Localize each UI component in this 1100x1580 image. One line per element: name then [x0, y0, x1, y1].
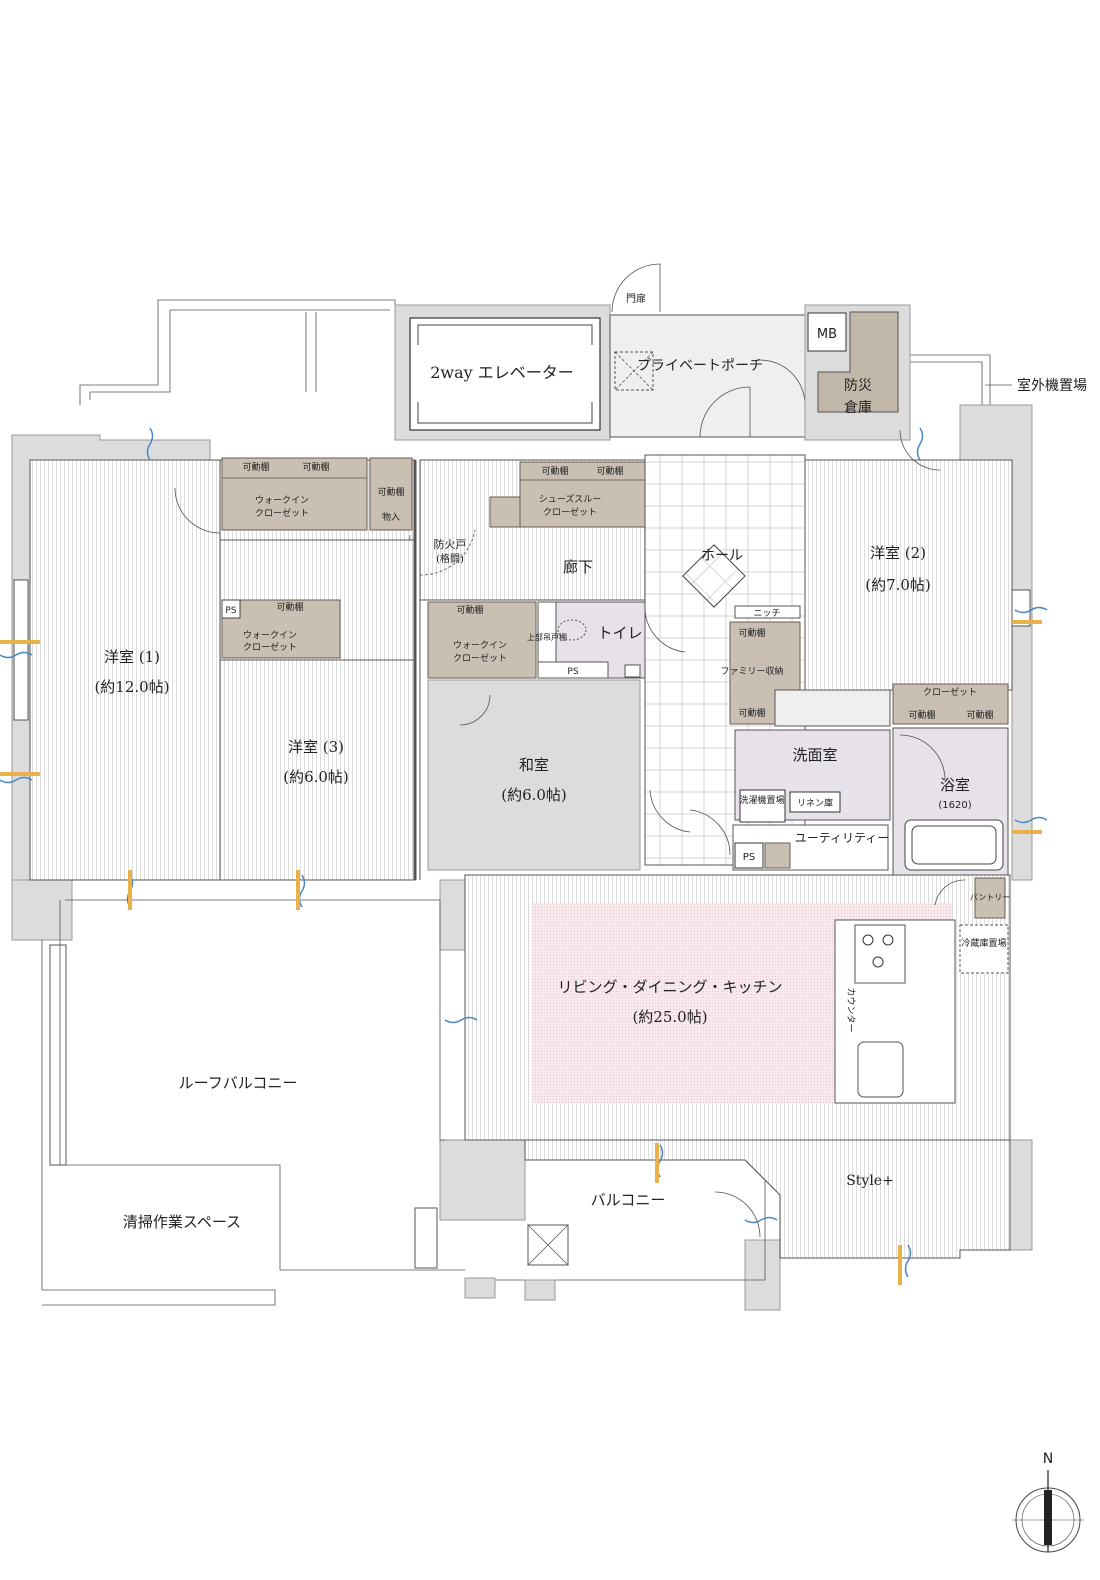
- family-storage-label: ファミリー収納: [720, 665, 783, 677]
- movable-shelf-label: 可動棚: [377, 486, 404, 498]
- fire-door-label-1: 防火戸: [434, 537, 467, 551]
- western-room-1: 洋室 (1) (約12.0帖): [13, 459, 221, 881]
- hall-label: ホール: [701, 548, 743, 564]
- elevator-label: 2way エレベーター: [430, 363, 574, 382]
- ps-label: PS: [225, 606, 236, 616]
- pantry-label: パントリー: [970, 893, 1010, 902]
- japanese-room-size: (約6.0帖): [501, 786, 567, 804]
- gate-label: 門扉: [626, 292, 646, 305]
- toilet: 上部吊戸棚 トイレ PS: [527, 601, 646, 679]
- walk-in-label-2: クローゼット: [255, 507, 309, 519]
- mb-label: MB: [817, 327, 837, 342]
- western-room-3-name: 洋室 (3): [288, 738, 344, 756]
- closet-label: クローゼット: [923, 686, 977, 698]
- walk-in-label-1: ウォークイン: [243, 630, 297, 641]
- corridor-label: 廊下: [563, 558, 593, 576]
- counter-label: カウンター: [845, 987, 856, 1032]
- private-porch: 門扉 プライベートポーチ: [609, 263, 811, 438]
- movable-shelf-label: 可動棚: [276, 601, 303, 613]
- washroom: 洗面室 洗濯機置場 リネン庫 ユーティリティー PS: [732, 729, 891, 871]
- movable-shelf-label: 可動棚: [541, 465, 568, 477]
- balcony-label: バルコニー: [591, 1191, 666, 1209]
- roof-balcony-label: ルーフバルコニー: [179, 1074, 298, 1092]
- walk-in-label-1: ウォークイン: [255, 495, 309, 506]
- disaster-storage-label-2: 倉庫: [844, 399, 872, 416]
- washroom-label: 洗面室: [792, 746, 837, 764]
- movable-shelf-label: 可動棚: [966, 709, 993, 721]
- mb-storage: MB 防災 倉庫 室外機置場: [804, 304, 1087, 441]
- western-room-3: 洋室 (3) (約6.0帖): [219, 659, 416, 881]
- utility-label: ユーティリティー: [795, 831, 890, 845]
- closet-room-2: クローゼット 可動棚 可動棚: [774, 683, 1009, 727]
- balcony: バルコニー: [464, 1159, 766, 1301]
- storage-label: 物入: [382, 511, 400, 523]
- outdoor-unit-label: 室外機置場: [1017, 377, 1087, 394]
- movable-shelf-label: 可動棚: [302, 461, 329, 473]
- walk-in-closet-2: PS 可動棚 ウォークイン クローゼット: [219, 539, 416, 711]
- walk-in-label-2: クローゼット: [453, 652, 507, 664]
- linen-label: リネン庫: [797, 797, 833, 809]
- style-plus-label: Style+: [846, 1173, 894, 1189]
- family-storage: ニッチ 可動棚 ファミリー収納 可動棚: [720, 605, 801, 725]
- private-porch-label: プライベートポーチ: [637, 358, 763, 374]
- movable-shelf-label: 可動棚: [738, 707, 765, 719]
- washer-label: 洗濯機置場: [739, 794, 784, 806]
- ldk: リビング・ダイニング・キッチン (約25.0帖) カウンター パントリー 冷蔵庫…: [464, 874, 1011, 1259]
- movable-shelf-label: 可動棚: [242, 461, 269, 473]
- walk-in-closet-3: 可動棚 ウォークイン クローゼット: [427, 601, 537, 679]
- fridge-label: 冷蔵庫置場: [961, 937, 1006, 949]
- ldk-name: リビング・ダイニング・キッチン: [557, 978, 782, 996]
- disaster-storage-label-1: 防災: [844, 378, 872, 394]
- western-room-2-size: (約7.0帖): [865, 576, 931, 594]
- movable-shelf-label: 可動棚: [738, 627, 765, 639]
- bathroom: 浴室 (1620): [892, 727, 1009, 876]
- bathroom-label: 浴室: [940, 776, 970, 794]
- bath-size-label: (1620): [938, 800, 971, 811]
- ps-label: PS: [743, 852, 755, 863]
- ventilation-marks: [0, 427, 1048, 1285]
- north-arrow: N: [1012, 1451, 1084, 1553]
- north-label: N: [1043, 1451, 1053, 1467]
- cleaning-space-label: 清掃作業スペース: [123, 1213, 241, 1231]
- movable-shelf-label: 可動棚: [596, 465, 623, 477]
- western-room-3-size: (約6.0帖): [283, 768, 349, 786]
- toilet-label: トイレ: [597, 624, 642, 642]
- niche-label: ニッチ: [753, 608, 780, 619]
- ldk-size: (約25.0帖): [632, 1008, 707, 1026]
- shoes-closet-label-1: シューズスルー: [539, 493, 602, 505]
- walk-in-closet-1: 可動棚 可動棚 ウォークイン クローゼット 可動棚 物入: [219, 457, 416, 571]
- western-room-1-size: (約12.0帖): [94, 678, 169, 696]
- western-room-2-name: 洋室 (2): [870, 544, 926, 562]
- walk-in-label-1: ウォークイン: [453, 640, 507, 651]
- upper-terrace: [79, 299, 991, 410]
- movable-shelf-label: 可動棚: [456, 604, 483, 616]
- japanese-room: 和室 (約6.0帖): [427, 679, 641, 871]
- western-room-2: 洋室 (2) (約7.0帖): [804, 429, 1031, 691]
- fire-door-label-2: (格闘): [436, 552, 464, 565]
- shoes-closet: 可動棚 可動棚 シューズスルー クローゼット: [489, 461, 686, 528]
- upper-cabinet-label: 上部吊戸棚: [527, 632, 567, 642]
- japanese-room-name: 和室: [519, 756, 549, 774]
- movable-shelf-label: 可動棚: [908, 709, 935, 721]
- elevator-hall: 2way エレベーター: [394, 304, 611, 441]
- ps-label: PS: [567, 667, 578, 677]
- roof-balcony: ルーフバルコニー 清掃作業スペース: [41, 899, 465, 1306]
- walk-in-label-2: クローゼット: [243, 641, 297, 653]
- western-room-1-name: 洋室 (1): [104, 648, 160, 666]
- shoes-closet-label-2: クローゼット: [543, 506, 597, 518]
